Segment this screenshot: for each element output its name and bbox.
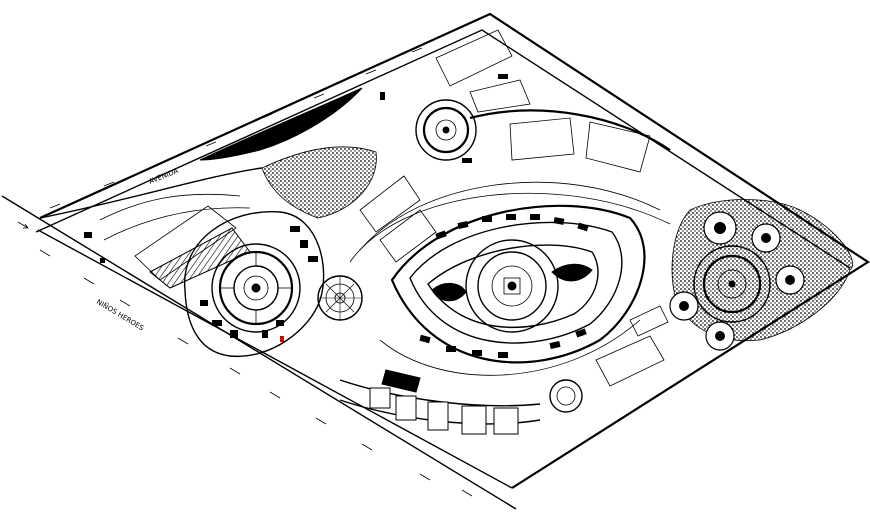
planting-strip-top xyxy=(199,87,363,161)
amphitheater-stairs xyxy=(99,193,251,289)
stippled-garden xyxy=(261,146,377,219)
street-label-left: NIÑOS HEROES xyxy=(95,297,146,333)
site-boundary xyxy=(35,12,870,489)
street-label-top: AVENIDA xyxy=(148,167,180,186)
site-details xyxy=(84,74,508,342)
left-round-pavilion xyxy=(184,211,325,358)
small-fountain xyxy=(317,275,363,321)
top-round-pavilion xyxy=(415,99,477,161)
parking-stalls-top xyxy=(435,29,531,113)
lower-shops xyxy=(339,369,583,435)
lower-right-buildings xyxy=(595,305,669,387)
direction-arrows xyxy=(17,47,473,497)
street-left: NIÑOS HEROES xyxy=(1,195,517,510)
seating-banks xyxy=(359,109,671,263)
right-round-pavilion xyxy=(669,199,853,351)
street-top: AVENIDA xyxy=(148,167,180,186)
central-plaza-complex xyxy=(349,181,671,376)
